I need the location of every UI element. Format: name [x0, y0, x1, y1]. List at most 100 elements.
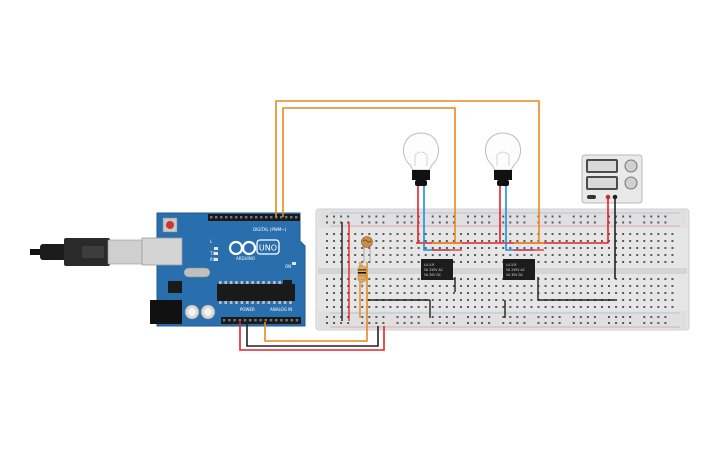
breadboard-hole	[664, 292, 667, 294]
breadboard-hole	[551, 261, 554, 263]
usb-cable[interactable]	[30, 238, 143, 266]
breadboard-hole	[445, 240, 448, 242]
breadboard-hole	[523, 254, 526, 256]
breadboard-hole	[586, 285, 589, 287]
breadboard-hole	[643, 322, 646, 324]
breadboard-hole	[431, 285, 434, 287]
breadboard-hole	[495, 254, 498, 256]
header-pin	[228, 319, 231, 322]
power-analog-header-pins[interactable]	[223, 319, 299, 322]
breadboard-hole	[657, 261, 660, 263]
wire-orange-pin-to-relay-1[interactable]	[282, 107, 456, 243]
breadboard-hole	[608, 240, 610, 242]
arduino-uno-board[interactable]: UNO ARDUINO TX RX L ON DIGITAL (PWM~) PO…	[141, 212, 306, 327]
breadboard-hole	[615, 247, 618, 249]
breadboard-hole	[452, 233, 455, 235]
breadboard-hole	[445, 254, 448, 256]
breadboard-hole	[600, 247, 603, 249]
breadboard[interactable]	[315, 208, 690, 331]
breadboard-hole	[572, 221, 575, 224]
breadboard-hole	[622, 278, 625, 280]
header-pin	[233, 319, 236, 322]
breadboard-hole	[608, 215, 610, 218]
breadboard-hole	[375, 261, 378, 263]
breadboard-hole	[572, 292, 575, 294]
breadboard-hole	[396, 247, 399, 249]
breadboard-hole	[389, 240, 392, 242]
breadboard-hole	[467, 240, 469, 242]
digital-pin	[230, 216, 233, 219]
power-label: POWER	[240, 307, 255, 312]
relay-2[interactable]: LU-5-R 5A 250V AC 5A 30V DC	[503, 259, 535, 280]
relay-1[interactable]: LU-5-R 5A 250V AC 5A 30V DC	[421, 259, 453, 280]
negative-terminal[interactable]	[612, 194, 618, 200]
breadboard-hole	[551, 306, 554, 308]
breadboard-hole	[445, 221, 448, 224]
power-switch[interactable]	[587, 195, 596, 199]
breadboard-hole	[403, 285, 406, 287]
power-supply[interactable]	[581, 154, 643, 204]
resistor-band-4	[358, 278, 366, 281]
wire-red-arduino-5v[interactable]	[239, 322, 385, 351]
breadboard-hole	[671, 240, 674, 242]
breadboard-hole	[488, 240, 491, 242]
light-bulb-2[interactable]	[484, 132, 522, 186]
breadboard-hole	[565, 233, 568, 235]
breadboard-hole	[615, 261, 618, 263]
breadboard-hole	[368, 247, 371, 249]
breadboard-hole	[396, 322, 399, 324]
breadboard-hole	[495, 285, 498, 287]
breadboard-hole	[608, 292, 610, 294]
breadboard-holes[interactable]	[326, 215, 674, 325]
breadboard-hole	[551, 254, 554, 256]
wire-black-relay-2-gnd[interactable]	[537, 277, 615, 301]
resistor[interactable]	[357, 262, 367, 288]
breadboard-hole	[643, 215, 646, 218]
wire-black-arduino-gnd[interactable]	[246, 322, 379, 347]
wire-orange-pin-to-relay-2[interactable]	[275, 100, 540, 243]
breadboard-hole	[586, 261, 589, 263]
breadboard-hole	[615, 299, 618, 301]
breadboard-hole	[467, 278, 469, 280]
breadboard-hole	[488, 233, 491, 235]
wires[interactable]	[239, 100, 616, 351]
breadboard-hole	[544, 292, 547, 294]
breadboard-hole	[622, 285, 625, 287]
positive-terminal[interactable]	[605, 194, 611, 200]
breadboard-hole	[509, 215, 512, 218]
header-pin	[290, 319, 293, 322]
current-knob[interactable]	[624, 176, 638, 190]
breadboard-hole	[382, 247, 385, 249]
breadboard-hole	[340, 285, 343, 287]
breadboard-hole	[396, 240, 399, 242]
breadboard-hole	[467, 233, 469, 235]
digital-pin	[245, 216, 248, 219]
chip-pin	[229, 301, 233, 304]
header-pin	[249, 319, 252, 322]
voltage-knob[interactable]	[624, 159, 638, 173]
photoresistor[interactable]	[361, 236, 373, 263]
breadboard-hole	[354, 247, 357, 249]
digital-header-pins[interactable]	[210, 216, 298, 219]
wire-orange-arduino-a0[interactable]	[264, 262, 368, 342]
breadboard-hole	[579, 316, 582, 318]
breadboard-hole	[368, 306, 371, 308]
breadboard-hole	[368, 254, 371, 256]
chip-pin	[224, 301, 227, 304]
wire-red-supply-positive[interactable]	[416, 199, 609, 244]
breadboard-hole	[445, 285, 448, 287]
breadboard-hole	[558, 306, 561, 308]
breadboard-center-channel	[318, 268, 687, 274]
breadboard-hole	[382, 285, 385, 287]
breadboard-hole	[671, 299, 674, 301]
breadboard-hole	[516, 292, 519, 294]
breadboard-hole	[586, 254, 589, 256]
breadboard-hole	[558, 247, 561, 249]
breadboard-hole	[495, 299, 498, 301]
light-bulb-1[interactable]	[402, 132, 440, 186]
breadboard-hole	[615, 240, 618, 242]
breadboard-hole	[452, 292, 455, 294]
breadboard-hole	[452, 240, 455, 242]
breadboard-hole	[340, 240, 343, 242]
